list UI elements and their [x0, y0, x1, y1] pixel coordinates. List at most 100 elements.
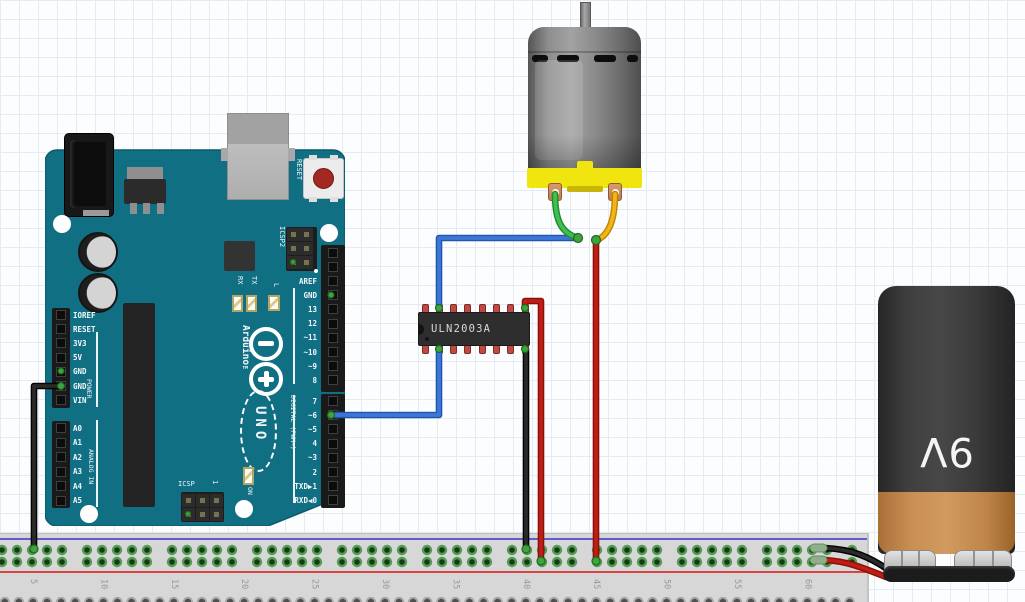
breadboard-rail-hole[interactable]: [421, 556, 433, 568]
breadboard-rail-hole[interactable]: [436, 556, 448, 568]
breadboard-rail-hole[interactable]: [776, 556, 788, 568]
breadboard-rail-hole[interactable]: [111, 544, 123, 556]
breadboard-rail-hole[interactable]: [761, 544, 773, 556]
breadboard-rail-hole[interactable]: [56, 544, 68, 556]
breadboard-rail-hole[interactable]: [721, 556, 733, 568]
breadboard-rail-hole[interactable]: [126, 556, 138, 568]
breadboard-rail-hole[interactable]: [226, 544, 238, 556]
breadboard-rail-hole[interactable]: [296, 544, 308, 556]
breadboard-rail-hole[interactable]: [651, 544, 663, 556]
breadboard-rail-hole[interactable]: [211, 544, 223, 556]
breadboard-rail-hole[interactable]: [196, 556, 208, 568]
battery-clip[interactable]: [883, 566, 1015, 582]
breadboard-rail-hole[interactable]: [736, 544, 748, 556]
breadboard-rail-hole[interactable]: [336, 556, 348, 568]
breadboard-rail-hole[interactable]: [651, 556, 663, 568]
breadboard-rail-hole[interactable]: [506, 556, 518, 568]
power-pin[interactable]: [56, 352, 66, 363]
uln2003a-ic[interactable]: ULN2003A: [416, 302, 536, 356]
breadboard-rail-hole[interactable]: [621, 544, 633, 556]
power-pin[interactable]: [56, 338, 66, 349]
digital-upper-pin[interactable]: [328, 375, 338, 386]
breadboard-rail-hole[interactable]: [41, 544, 53, 556]
breadboard-rail-hole[interactable]: [636, 544, 648, 556]
breadboard-rail-hole[interactable]: [266, 556, 278, 568]
nine-volt-battery[interactable]: 9V: [876, 284, 1025, 586]
analog-pin[interactable]: [56, 481, 66, 491]
breadboard-rail-hole[interactable]: [636, 556, 648, 568]
digital-lower-pin[interactable]: [328, 438, 338, 449]
breadboard-rail-hole[interactable]: [521, 556, 533, 568]
icsp-pin[interactable]: [195, 493, 209, 507]
digital-upper-pin[interactable]: [328, 347, 338, 357]
breadboard-rail-hole[interactable]: [481, 544, 493, 556]
breadboard-rail-hole[interactable]: [181, 556, 193, 568]
breadboard-rail-hole[interactable]: [0, 556, 8, 568]
breadboard-rail-hole[interactable]: [11, 556, 23, 568]
breadboard-rail-hole[interactable]: [0, 544, 8, 556]
breadboard-rail-hole[interactable]: [11, 544, 23, 556]
breadboard-rail-hole[interactable]: [776, 544, 788, 556]
power-pin[interactable]: [56, 324, 66, 335]
breadboard-rail-hole[interactable]: [566, 556, 578, 568]
breadboard-rail-hole[interactable]: [721, 544, 733, 556]
breadboard-rail-hole[interactable]: [81, 544, 93, 556]
digital-lower-pin[interactable]: [328, 452, 338, 463]
analog-pin[interactable]: [56, 437, 66, 448]
breadboard-rail-hole[interactable]: [226, 556, 238, 568]
wire-ic-to-motor-blue[interactable]: [437, 236, 580, 309]
breadboard-rail-hole[interactable]: [56, 556, 68, 568]
wire-ic-to-motor-blue-outline[interactable]: [435, 234, 582, 311]
breadboard-rail-hole[interactable]: [436, 544, 448, 556]
breadboard-rail-hole[interactable]: [606, 544, 618, 556]
icsp2-pin[interactable]: [299, 227, 313, 241]
digital-lower-pin[interactable]: [328, 424, 338, 435]
icsp2-pin[interactable]: [299, 241, 313, 255]
icsp-pin[interactable]: [209, 507, 223, 521]
digital-lower-pin[interactable]: [328, 495, 338, 506]
breadboard-rail-hole[interactable]: [481, 556, 493, 568]
breadboard-rail-hole[interactable]: [96, 544, 108, 556]
reset-button-cap[interactable]: [313, 168, 334, 189]
breadboard-rail-hole[interactable]: [111, 556, 123, 568]
icsp2-pin[interactable]: [286, 241, 300, 255]
breadboard-rail-hole[interactable]: [366, 544, 378, 556]
breadboard-rail-hole[interactable]: [736, 556, 748, 568]
wire-arduino-d6-to-ic-blue-outline[interactable]: [327, 346, 443, 419]
wire-battery-red[interactable]: [822, 558, 888, 579]
battery-body[interactable]: 9V: [878, 286, 1015, 554]
breadboard-rail-hole[interactable]: [676, 556, 688, 568]
breadboard-rail-hole[interactable]: [551, 544, 563, 556]
analog-pin[interactable]: [56, 495, 66, 506]
breadboard-rail-hole[interactable]: [551, 556, 563, 568]
analog-pin[interactable]: [56, 466, 66, 477]
breadboard-rail-hole[interactable]: [281, 556, 293, 568]
motor-body[interactable]: [528, 27, 641, 172]
digital-upper-pin[interactable]: [328, 276, 338, 286]
breadboard-rail-hole[interactable]: [706, 556, 718, 568]
digital-upper-pin[interactable]: [328, 361, 338, 372]
breadboard-rail-hole[interactable]: [26, 556, 38, 568]
breadboard-rail-hole[interactable]: [421, 544, 433, 556]
ic-body[interactable]: ULN2003A: [418, 312, 530, 346]
icsp-pin[interactable]: [209, 493, 223, 507]
dc-motor[interactable]: [525, 0, 650, 210]
breadboard-rail-hole[interactable]: [311, 556, 323, 568]
breadboard-rail-hole[interactable]: [451, 556, 463, 568]
breadboard-rail-hole[interactable]: [451, 544, 463, 556]
breadboard-rail-hole[interactable]: [181, 544, 193, 556]
digital-upper-pin[interactable]: [328, 318, 338, 329]
reset-button[interactable]: [303, 155, 344, 202]
breadboard-rail-hole[interactable]: [761, 556, 773, 568]
breadboard-rail-hole[interactable]: [311, 544, 323, 556]
digital-upper-pin[interactable]: [328, 261, 338, 272]
breadboard-rail-hole[interactable]: [691, 556, 703, 568]
power-pin[interactable]: [56, 310, 66, 320]
breadboard-rail-hole[interactable]: [141, 556, 153, 568]
breadboard-rail-hole[interactable]: [791, 556, 803, 568]
breadboard-rail-hole[interactable]: [466, 544, 478, 556]
digital-upper-pin[interactable]: [328, 247, 338, 258]
analog-pin[interactable]: [56, 452, 66, 462]
breadboard-rail-hole[interactable]: [266, 544, 278, 556]
breadboard-rail-hole[interactable]: [381, 544, 393, 556]
